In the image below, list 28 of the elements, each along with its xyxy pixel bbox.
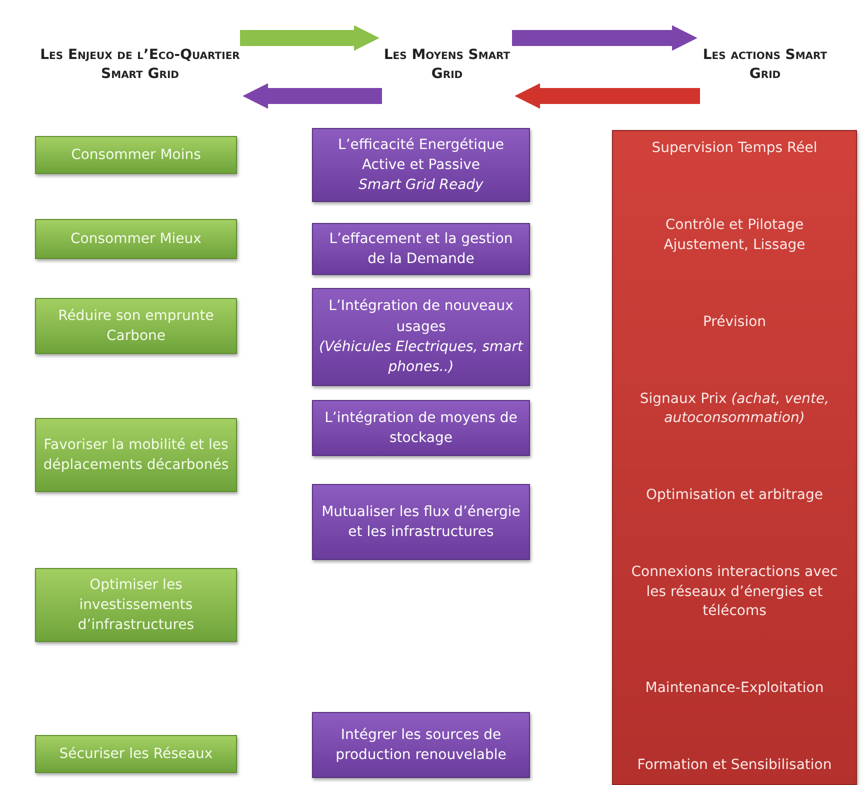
goal-box: Consommer Mieux xyxy=(35,219,237,259)
action-item: Signaux Prix (achat, vente, autoconsommation) xyxy=(638,390,830,428)
column-heading: Les Enjeux de l’Eco-Quartier Smart Grid xyxy=(40,46,240,84)
action-item: Supervision Temps Réel xyxy=(652,139,818,158)
goal-box: Réduire son emprunte Carbone xyxy=(35,298,237,354)
action-item: Formation et Sensibilisation xyxy=(637,756,832,776)
goal-box: Sécuriser les Réseaux xyxy=(35,735,237,773)
means-box: L’effacement et la gestion de la Demande xyxy=(312,223,530,275)
action-item: Prévision xyxy=(702,312,766,332)
action-item: Connexions interactions avec les réseaux d’énergies et télécoms xyxy=(631,563,838,622)
means-box: L’Intégration de nouveaux usages (Véhicules Electriques, smart phones..) xyxy=(312,288,530,386)
means-box: Intégrer les sources de production renouvelable xyxy=(312,712,530,778)
goal-box: Consommer Moins xyxy=(35,136,237,174)
means-box: Mutualiser les flux d’énergie et les infrastructures xyxy=(312,484,530,560)
means-box: L’efficacité Energétique Active et Passive Smart Grid Ready xyxy=(312,128,530,202)
means-box: L’intégration de moyens de stockage xyxy=(312,400,530,456)
column-heading: Les Moyens Smart Grid xyxy=(382,46,512,84)
action-item: Contrôle et Pilotage Ajustement, Lissage xyxy=(662,216,806,255)
block-arrow xyxy=(514,83,700,109)
column-heading: Les actions Smart Grid xyxy=(702,46,828,84)
block-arrow xyxy=(512,25,698,51)
actions-panel xyxy=(612,130,857,785)
action-item: Optimisation et arbitrage xyxy=(646,486,823,506)
goal-box: Favoriser la mobilité et les déplacements décarbonés xyxy=(35,418,237,492)
block-arrow xyxy=(240,25,380,51)
block-arrow xyxy=(242,83,382,109)
goal-box: Optimiser les investissements d’infrastructures xyxy=(35,568,237,642)
action-item: Maintenance-Exploitation xyxy=(645,679,824,698)
